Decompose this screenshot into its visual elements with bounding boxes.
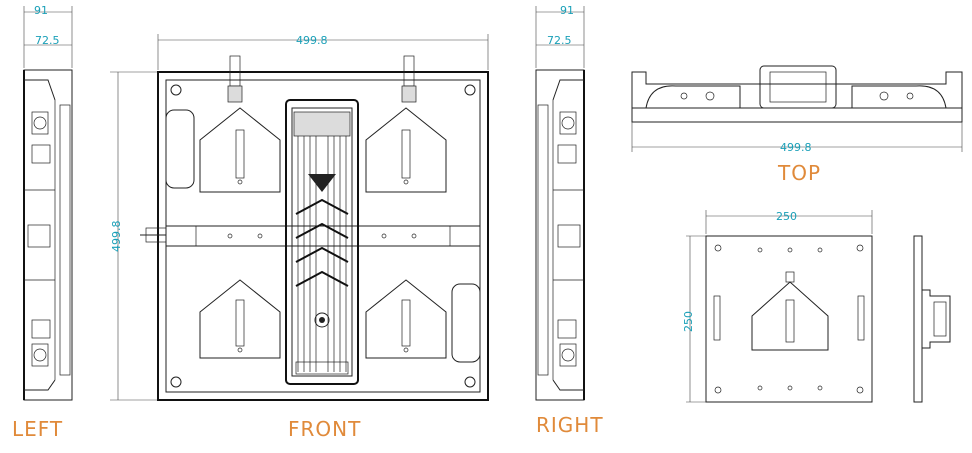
module-view: 250 250: [682, 210, 951, 403]
right-view: 91 72.5 RIGHT: [535, 4, 604, 437]
top-width-dim: 499.8: [780, 141, 812, 154]
module-width-dim: 250: [776, 210, 797, 223]
top-view: 499.8 TOP: [631, 65, 963, 185]
left-inner-dim: 72.5: [35, 34, 60, 47]
right-depth-dim: 91: [560, 4, 574, 17]
left-depth-dim: 91: [34, 4, 48, 17]
right-inner-dim: 72.5: [547, 34, 572, 47]
front-view: 499.8 499.8: [110, 34, 489, 441]
right-view-label: RIGHT: [536, 413, 604, 437]
module-height-dim: 250: [682, 311, 695, 332]
front-width-dim: 499.8: [296, 34, 328, 47]
top-view-label: TOP: [777, 161, 821, 185]
power-box-fins: [297, 112, 347, 372]
left-view: 91 72.5 LEFT: [12, 4, 73, 441]
front-height-dim: 499.8: [110, 221, 123, 253]
left-view-label: LEFT: [12, 417, 63, 441]
front-view-label: FRONT: [288, 417, 361, 441]
